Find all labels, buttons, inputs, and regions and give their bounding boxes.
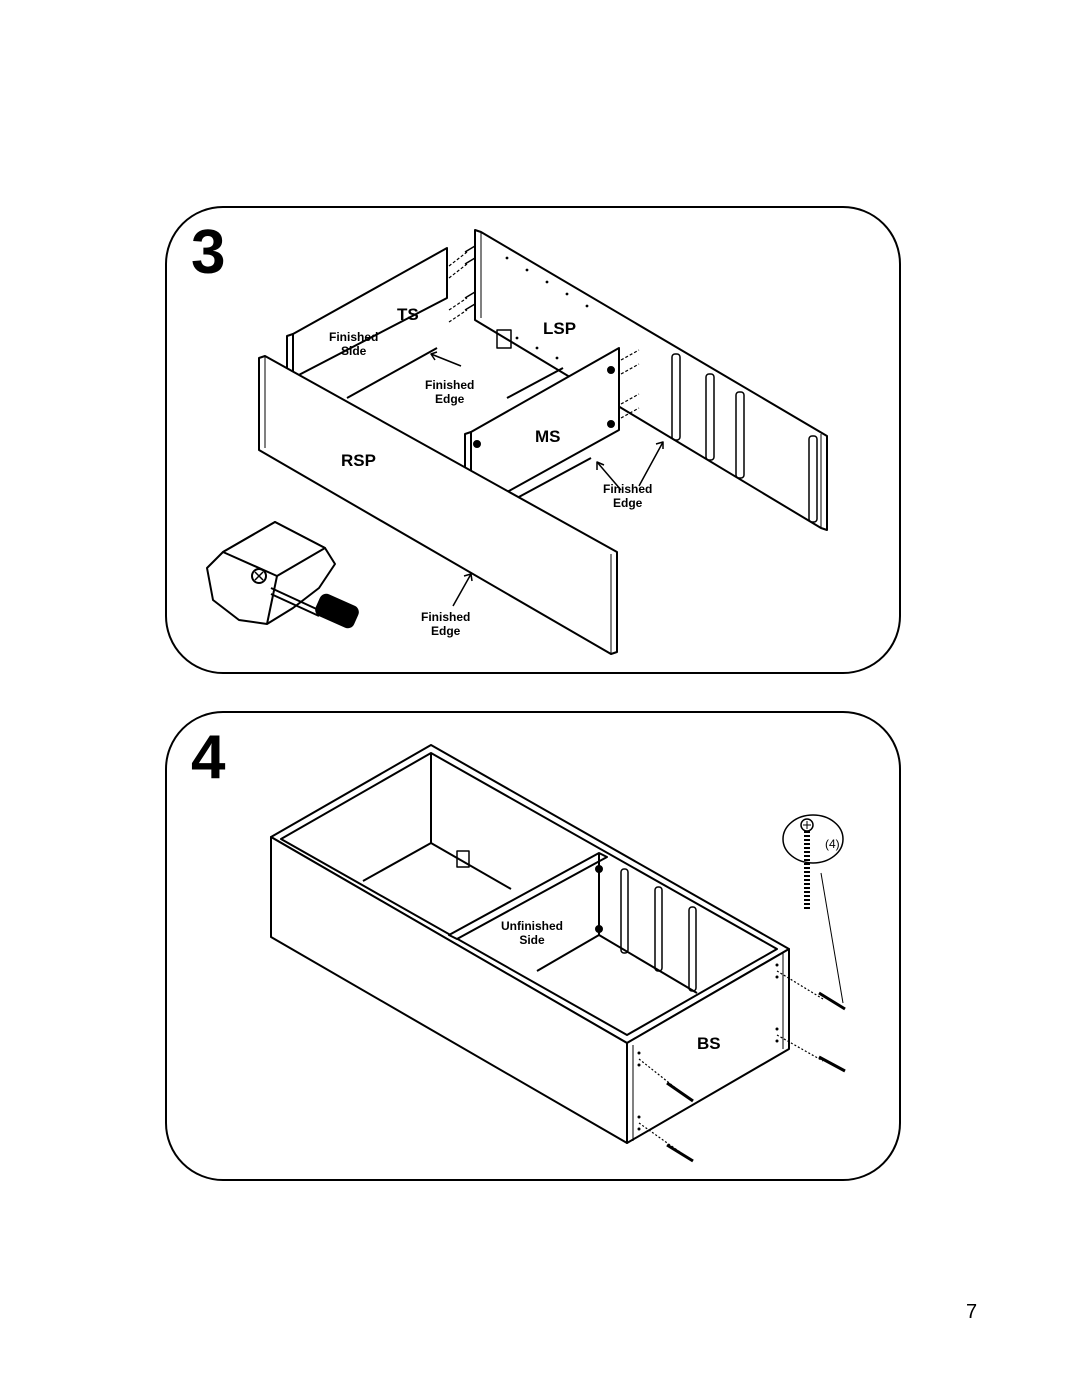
step-3-assembly-illustration — [206, 229, 828, 655]
callout-finished-edge-ms: Finished Edge — [603, 482, 653, 510]
callout-finished-side: Finished Side — [329, 330, 379, 358]
step-3-panel: 3 — [165, 206, 901, 674]
page-number: 7 — [966, 1301, 978, 1323]
callout-finished-edge-ts: Finished Edge — [425, 378, 475, 406]
step-4-panel: 4 — [165, 711, 901, 1181]
step-4-assembly-illustration — [270, 744, 846, 1163]
step-number: 4 — [191, 723, 226, 792]
label-ms: MS — [535, 427, 561, 446]
label-rsp: RSP — [341, 451, 376, 470]
dowels-ts — [448, 251, 468, 323]
screw-detail-callout — [782, 814, 844, 1004]
assembled-carcass — [270, 744, 790, 1144]
rsp-panel — [258, 355, 618, 655]
callout-finished-edge-rsp: Finished Edge — [421, 610, 471, 638]
label-bs: BS — [697, 1034, 721, 1053]
label-ts: TS — [397, 305, 419, 324]
label-lsp: LSP — [543, 319, 577, 338]
lsp-panel — [474, 229, 828, 531]
screw-quantity: (4) — [825, 837, 840, 851]
callout-arrows — [430, 351, 664, 607]
cam-lock-inset — [206, 521, 359, 629]
step-number: 3 — [191, 218, 226, 287]
screws — [638, 970, 846, 1163]
ts-panel — [286, 247, 448, 399]
callout-unfinished-side: Unfinished Side — [501, 919, 563, 947]
